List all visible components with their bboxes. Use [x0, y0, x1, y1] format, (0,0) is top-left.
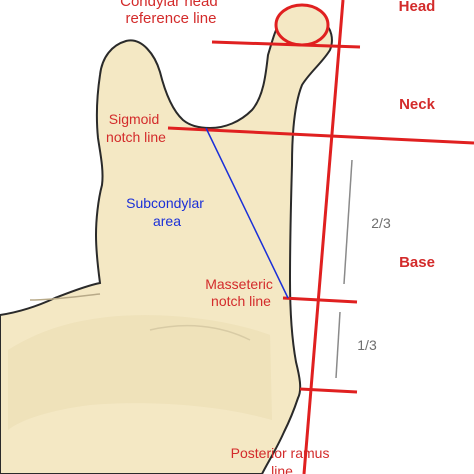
bone-inner-curve: [149, 324, 251, 341]
sigmoid-notch-line: [167, 126, 474, 145]
zone-base-label: Base: [399, 254, 435, 271]
masseteric-notch-line-label-line1: Masseteric: [205, 276, 273, 292]
masseteric-notch-line: [282, 296, 358, 304]
posterior-ramus-line-label: Posterior ramus line: [231, 445, 334, 474]
lower-reference-line: [299, 387, 358, 394]
condylar-head-outline: [274, 3, 330, 47]
bone-inner-edge: [29, 293, 101, 301]
upper-proportion-label: 2/3: [371, 215, 391, 231]
lower-proportion-divider: [335, 311, 341, 379]
subcondylar-area-label-line1: Subcondylar: [126, 195, 204, 211]
posterior-ramus-line-label-line1: Posterior ramus: [231, 445, 330, 461]
zone-neck-label: Neck: [399, 96, 436, 113]
condylar-head-reference-label: Condylar head reference line: [120, 0, 222, 27]
masseteric-notch-line-label-line2: notch line: [211, 293, 271, 309]
subcondylar-line: [205, 127, 289, 299]
sigmoid-notch-line-label-line1: Sigmoid: [109, 111, 160, 127]
sigmoid-notch-line-label-line2: notch line: [106, 129, 166, 145]
posterior-ramus-line: [302, 0, 345, 474]
condylar-head-reference-label-line1: Condylar head: [120, 0, 218, 10]
sigmoid-notch-line-label: Sigmoid notch line: [106, 111, 166, 145]
condylar-head-reference-label-line2: reference line: [126, 10, 217, 27]
condylar-head-reference-line: [211, 40, 361, 49]
bone-shading: [8, 315, 272, 430]
subcondylar-area-label: Subcondylar area: [126, 195, 208, 229]
posterior-ramus-line-label-line2: line: [271, 463, 293, 474]
subcondylar-area-label-line2: area: [153, 213, 181, 229]
upper-proportion-divider: [343, 159, 353, 285]
zone-head-label: Head: [399, 0, 436, 15]
lower-proportion-label: 1/3: [357, 337, 377, 353]
masseteric-notch-line-label: Masseteric notch line: [205, 276, 277, 309]
